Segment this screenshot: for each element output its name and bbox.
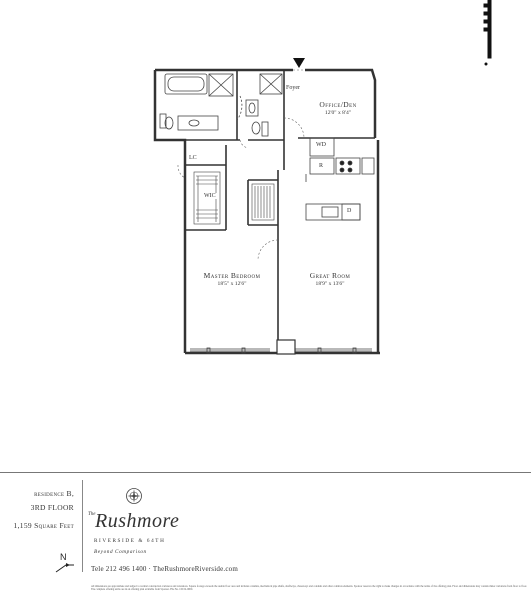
lc-label: LC [189,155,197,161]
brand-name: Rushmore [95,510,180,532]
master-bedroom-label: Master Bedroom 18'5" x 12'6" [190,271,274,287]
office-den-dims: 12'0" x 8'4" [324,109,352,116]
brand-tagline: Beyond Comparison [94,549,147,555]
bath-fixtures [159,73,283,137]
residence-line-1: residence B, [34,489,74,498]
office-den-name: Office/Den [319,100,357,109]
entry-marker-icon [293,58,305,68]
kitchen-fixtures [305,137,375,221]
rushmore-emblem-icon [126,488,142,504]
great-room-name: Great Room [309,271,351,280]
footer-divider [82,480,83,572]
foyer-label: Foyer [286,85,300,91]
wd-label: WD [316,142,326,148]
master-bedroom-name: Master Bedroom [203,271,261,280]
footer-rule [0,472,531,473]
office-den-label: Office/Den 12'0" x 8'4" [306,100,370,116]
fine-print: All dimensions are approximate and subje… [91,585,527,592]
wic-label: WIC [202,193,218,199]
master-bedroom-dims: 18'5" x 12'6" [217,280,247,287]
interior-walls [155,70,375,340]
great-room-dims: 18'9" x 13'6" [315,280,345,287]
north-arrow-icon [55,563,74,573]
north-label: N [60,552,67,562]
windows [190,339,372,355]
great-room-label: Great Room 18'9" x 13'6" [288,271,372,287]
plan-edge-marks [483,0,492,66]
residence-line-2: 3RD FLOOR [30,503,74,512]
door-swings [177,69,305,261]
residence-square-feet: 1,159 Square Feet [13,521,74,530]
dishwasher-label: D [347,208,352,214]
brand-subtitle: RIVERSIDE & 64TH [94,538,166,544]
closet-racks [193,171,275,225]
contact-line: Tele 212 496 1400 · TheRushmoreRiverside… [91,565,238,573]
brand-the: The [88,512,96,517]
refrigerator-label: R [319,163,324,169]
